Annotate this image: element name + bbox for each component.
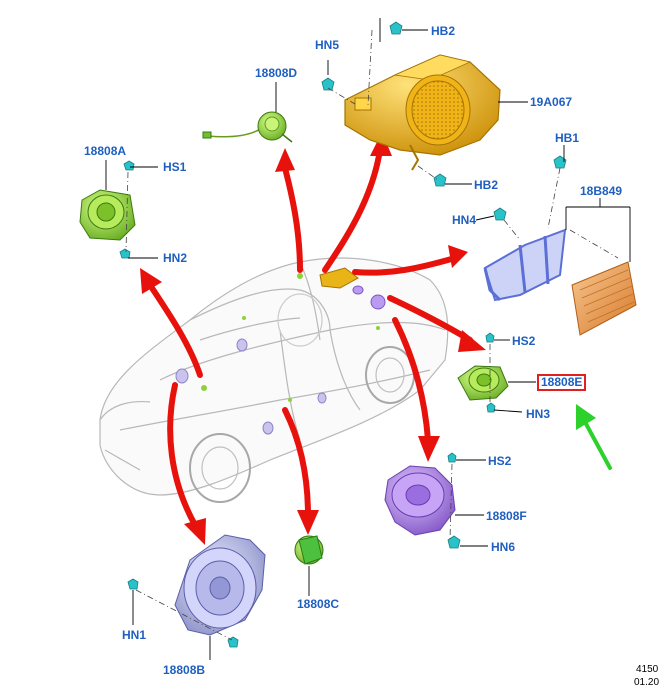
- green-arrow-icon: [576, 404, 612, 470]
- label-18808c[interactable]: 18808C: [297, 597, 340, 611]
- label-hs1[interactable]: HS1: [163, 160, 187, 174]
- label-hs2-bottom[interactable]: HS2: [488, 454, 512, 468]
- label-hn4[interactable]: HN4: [452, 213, 477, 227]
- bracket-18b849: [483, 228, 567, 302]
- label-hb2-bottom[interactable]: HB2: [474, 178, 499, 192]
- label-18b849[interactable]: 18B849: [580, 184, 623, 198]
- car-outline: [99, 257, 449, 503]
- red-arrowheads: [140, 132, 486, 545]
- label-hs2-right[interactable]: HS2: [512, 334, 536, 348]
- speaker-18808b: [174, 534, 266, 636]
- label-hn6[interactable]: HN6: [491, 540, 516, 554]
- leader-lines: [105, 18, 631, 660]
- label-18808f[interactable]: 18808F: [486, 509, 527, 523]
- label-18808e-highlighted[interactable]: 18808E: [537, 374, 587, 391]
- amplifier-18b849: [571, 261, 637, 336]
- speaker-18808a: [79, 189, 136, 241]
- speaker-18808e: [457, 365, 509, 401]
- car-internal-speakers: [175, 267, 386, 435]
- label-hb1[interactable]: HB1: [555, 131, 580, 145]
- label-hn2[interactable]: HN2: [163, 251, 188, 265]
- label-hb2-top[interactable]: HB2: [431, 24, 456, 38]
- fasteners: [119, 21, 567, 648]
- label-hn5[interactable]: HN5: [315, 38, 340, 52]
- reference-number: 4150: [636, 664, 659, 675]
- reference-date: 01.20: [634, 677, 659, 688]
- subwoofer-19a067: [344, 54, 501, 171]
- label-18808a[interactable]: 18808A: [84, 144, 127, 158]
- speaker-18808f: [384, 465, 456, 536]
- label-hn3[interactable]: HN3: [526, 407, 551, 421]
- tweeter-18808d: [202, 111, 293, 143]
- label-18808d[interactable]: 18808D: [255, 66, 298, 80]
- label-18808b[interactable]: 18808B: [163, 663, 206, 677]
- label-hn1[interactable]: HN1: [122, 628, 147, 642]
- speaker-18808c: [294, 535, 324, 565]
- label-19a067[interactable]: 19A067: [530, 95, 573, 109]
- dash-dot-lines: [125, 29, 619, 641]
